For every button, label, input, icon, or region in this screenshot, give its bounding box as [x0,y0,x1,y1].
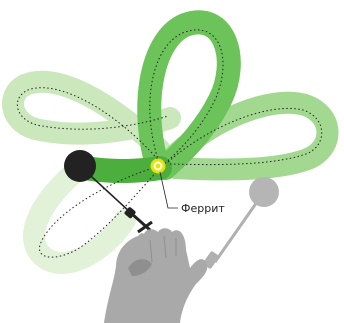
dark-pendulum-crossbar [137,220,153,234]
ferrite-leader-line [159,171,178,209]
trail-ball-segment [73,156,172,183]
trail-right-arm [159,91,339,181]
ferrite-label: Феррит [181,202,225,215]
gray-pendulum-ball [249,177,279,207]
hand [104,228,208,323]
gray-pendulum-grip [203,251,219,269]
ferrite-core [155,163,161,169]
hand-finger-lines [149,235,177,263]
trail-lower-left [23,157,136,274]
dotted-path-lower [39,165,161,258]
trail-upper-left [2,70,181,161]
dotted-path-left [17,87,169,163]
dark-pendulum-ball [64,150,96,182]
trail-top-loop [137,10,241,180]
hand-thumb [128,259,152,276]
